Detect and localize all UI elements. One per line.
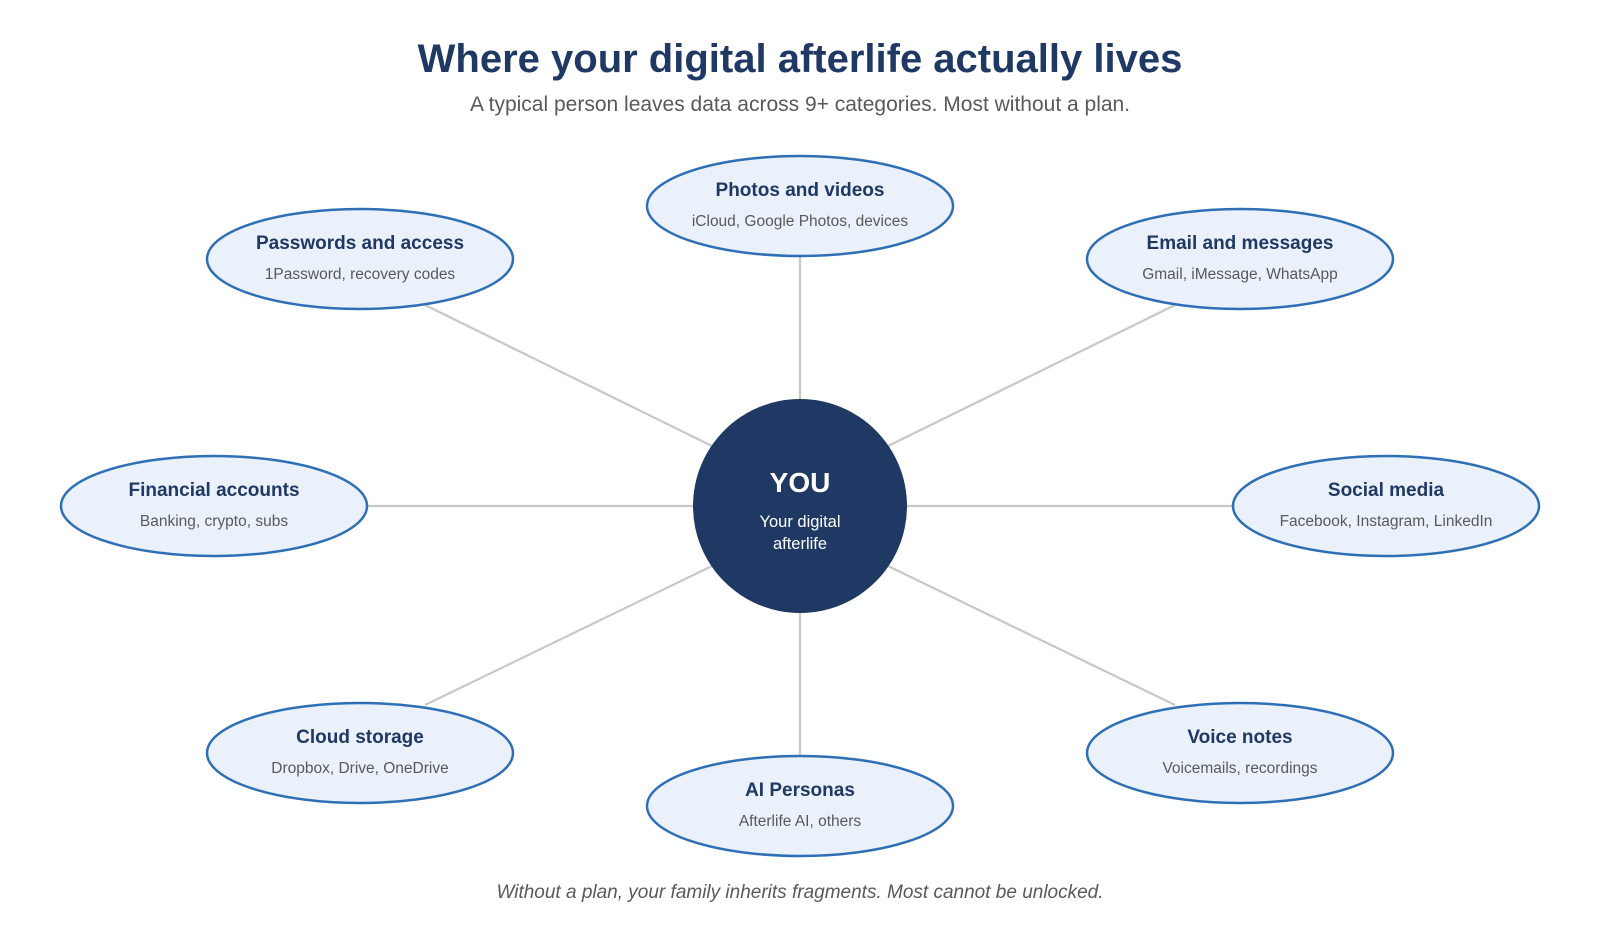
node-ellipse [59,454,369,558]
node-title: AI Personas [745,780,855,801]
connector-cloud [424,565,713,706]
connector-passwords [424,304,713,447]
center-subtitle-line1: Your digital [759,513,840,531]
footer-note: Without a plan, your family inherits fra… [496,882,1103,903]
node-title: Voice notes [1187,727,1292,748]
category-node-photos: Photos and videos iCloud, Google Photos,… [645,154,955,258]
node-description: Facebook, Instagram, LinkedIn [1280,513,1493,530]
center-circle [693,399,907,613]
category-node-financial: Financial accounts Banking, crypto, subs [59,454,369,558]
node-description: 1Password, recovery codes [265,266,456,283]
node-title: Social media [1328,480,1445,501]
category-node-email: Email and messages Gmail, iMessage, What… [1085,207,1395,311]
category-node-ai: AI Personas Afterlife AI, others [645,754,955,858]
node-description: Afterlife AI, others [739,813,862,830]
node-title: Email and messages [1147,233,1334,254]
node-ellipse [205,701,515,805]
node-description: Banking, crypto, subs [140,513,288,530]
node-ellipse [645,754,955,858]
node-ellipse [1085,207,1395,311]
diagram-title: Where your digital afterlife actually li… [418,37,1183,81]
node-description: Gmail, iMessage, WhatsApp [1142,266,1338,283]
connector-voice [887,565,1176,706]
center-title: YOU [770,467,831,498]
center-node: YOU Your digital afterlife [693,399,907,613]
category-node-social: Social media Facebook, Instagram, Linked… [1231,454,1541,558]
center-subtitle-line2: afterlife [773,535,827,553]
node-ellipse [1085,701,1395,805]
node-description: Dropbox, Drive, OneDrive [271,760,448,777]
node-ellipse [205,207,515,311]
node-ellipse [645,154,955,258]
node-title: Cloud storage [296,727,424,748]
category-node-cloud: Cloud storage Dropbox, Drive, OneDrive [205,701,515,805]
node-title: Photos and videos [716,180,885,201]
node-description: iCloud, Google Photos, devices [692,213,909,230]
node-title: Passwords and access [256,233,464,254]
category-node-voice: Voice notes Voicemails, recordings [1085,701,1395,805]
diagram-subtitle: A typical person leaves data across 9+ c… [470,93,1130,116]
connectors [368,257,1232,755]
node-description: Voicemails, recordings [1162,760,1317,777]
node-ellipse [1231,454,1541,558]
connector-email [887,304,1176,447]
node-title: Financial accounts [128,480,299,501]
category-node-passwords: Passwords and access 1Password, recovery… [205,207,515,311]
